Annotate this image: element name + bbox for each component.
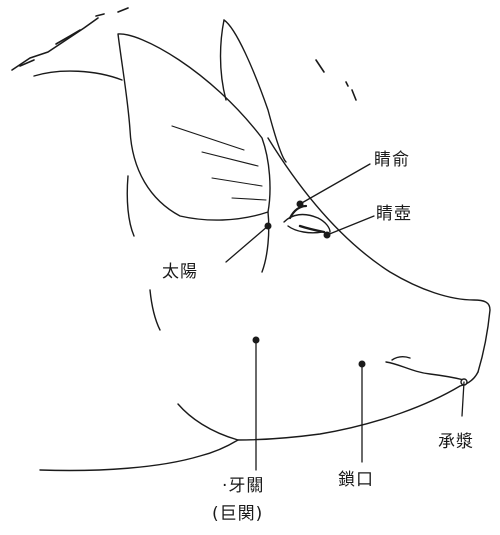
label-tai-yang: 太陽 [162, 262, 198, 282]
eye [283, 204, 331, 234]
head-back-line [33, 70, 123, 81]
neck-line [39, 439, 239, 472]
acupoint-dots [252, 200, 366, 368]
sketch-marks [11, 7, 357, 101]
label-ya-guan: ·牙關 [222, 476, 265, 496]
label-jing-shu: 睛俞 [374, 150, 410, 170]
left-ear-outline [117, 33, 271, 221]
cheek-curve [261, 211, 270, 273]
snout-top-line [267, 137, 491, 373]
right-ear-outline [223, 19, 287, 163]
ear-veins [171, 125, 267, 201]
mouth-curl [391, 355, 411, 361]
leader-lines [225, 163, 465, 471]
label-ju-guan: (巨関) [212, 504, 264, 524]
snout-tip [459, 371, 479, 387]
face-front-curve [149, 289, 161, 331]
label-cheng-jiang: 承漿 [438, 432, 474, 452]
right-ear-inner [219, 19, 227, 101]
label-suo-kou: 鎖口 [338, 470, 374, 490]
jaw-line [177, 385, 461, 441]
mouth-line [385, 361, 465, 381]
back-of-head-curve [126, 175, 135, 237]
label-jing-hu: 睛壺 [376, 204, 412, 224]
